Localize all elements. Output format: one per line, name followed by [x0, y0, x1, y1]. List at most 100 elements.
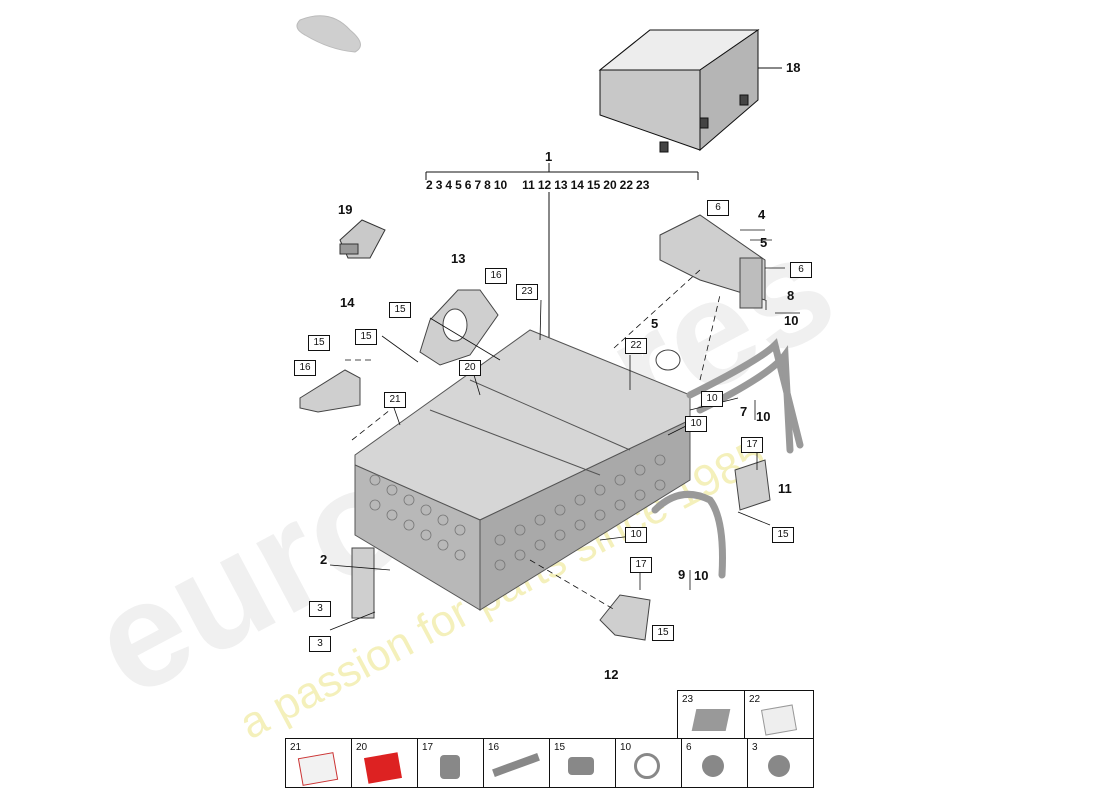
tray-cell-21: 21 — [286, 739, 352, 787]
contents-number: 2 — [426, 178, 433, 192]
contents-number: 10 — [493, 178, 508, 192]
callout-4: 4 — [758, 207, 766, 222]
tray-cell-16: 16 — [484, 739, 550, 787]
part-2-bracket — [351, 547, 375, 619]
ref-box-15: 15 — [772, 527, 794, 543]
contents-number: 3 — [435, 178, 443, 192]
tray-label-16: 16 — [488, 742, 500, 753]
ref-box-6: 6 — [707, 200, 729, 216]
tray-cell-3: 3 — [748, 739, 812, 787]
ref-box-10: 10 — [625, 527, 647, 543]
callout-2: 2 — [320, 552, 328, 567]
tray-label-3: 3 — [752, 742, 758, 753]
contents-number: 15 — [586, 178, 601, 192]
sticker-icon — [760, 704, 798, 736]
header-bracket — [425, 163, 699, 340]
tray-label-17: 17 — [422, 742, 434, 753]
ref-box-16: 16 — [485, 268, 507, 284]
tray-label-23: 23 — [682, 694, 694, 705]
tray-cell-6: 6 — [682, 739, 748, 787]
contents-number: 13 — [554, 178, 568, 192]
leader-lines — [329, 229, 800, 631]
ref-box-17: 17 — [741, 437, 763, 453]
contents-number: 12 — [537, 178, 552, 192]
tray-label-20: 20 — [356, 742, 368, 753]
callout-18: 18 — [786, 60, 801, 75]
part-12-bracket — [599, 594, 651, 641]
ref-box-3: 3 — [309, 636, 331, 652]
bolt-icon — [440, 755, 460, 779]
part-5-seal — [655, 349, 681, 371]
part-14-bracket — [299, 369, 361, 413]
part-19-connector — [339, 219, 386, 259]
warning-label-icon — [364, 752, 402, 784]
ref-box-15: 15 — [652, 625, 674, 641]
screw-icon — [768, 755, 790, 777]
tray-label-6: 6 — [686, 742, 692, 753]
callout-13: 13 — [451, 251, 466, 266]
callout-10-pipe: 10 — [756, 409, 771, 424]
contents-number: 23 — [636, 178, 650, 192]
small-parts-tray-top: 23 22 — [677, 690, 814, 740]
callout-7: 7 — [740, 404, 748, 419]
ref-box-15: 15 — [389, 302, 411, 318]
ref-box-16: 16 — [294, 360, 316, 376]
ref-box-15: 15 — [355, 329, 377, 345]
contents-number: 4 — [445, 178, 453, 192]
ref-box-22: 22 — [625, 338, 647, 354]
contents-number: 8 — [484, 178, 491, 192]
battery-module — [354, 329, 691, 611]
ref-box-20: 20 — [459, 360, 481, 376]
tray-cell-10: 10 — [616, 739, 682, 787]
tray-cell-22: 22 — [745, 691, 812, 739]
part-11-bracket — [734, 459, 771, 511]
long-bolt-icon — [492, 753, 540, 777]
ref-box-15: 15 — [308, 335, 330, 351]
bolt-icon — [568, 757, 594, 775]
contents-number: 7 — [474, 178, 482, 192]
tray-cell-23: 23 — [678, 691, 745, 739]
tray-label-22: 22 — [749, 694, 761, 705]
label-plate-icon — [691, 709, 731, 731]
ref-box-23: 23 — [516, 284, 538, 300]
tray-label-10: 10 — [620, 742, 632, 753]
warning-label-icon — [297, 752, 339, 786]
callout-11: 11 — [778, 481, 792, 496]
ref-box-17: 17 — [630, 557, 652, 573]
ref-box-10: 10 — [701, 391, 723, 407]
part-18-box — [598, 29, 782, 153]
tray-label-15: 15 — [554, 742, 566, 753]
ref-box-6: 6 — [790, 262, 812, 278]
contents-number: 22 — [619, 178, 634, 192]
ref-box-3: 3 — [309, 601, 331, 617]
contents-number: 11 — [522, 178, 535, 192]
part-13-bracket — [419, 289, 499, 366]
tray-label-21: 21 — [290, 742, 302, 753]
contents-number: 14 — [570, 178, 584, 192]
callout-10-pipe-top: 10 — [784, 313, 799, 328]
contents-number: 20 — [603, 178, 617, 192]
callout-9: 9 — [678, 567, 686, 582]
callout-12: 12 — [604, 667, 619, 682]
small-parts-tray-bottom: 21 20 17 16 15 10 6 3 — [285, 738, 814, 788]
callout-1: 1 — [545, 149, 553, 164]
callout-5-top: 5 — [760, 235, 768, 250]
ref-box-10: 10 — [685, 416, 707, 432]
callout-8: 8 — [787, 288, 795, 303]
callout-14: 14 — [340, 295, 355, 310]
hose-clamp-icon — [634, 753, 660, 779]
contents-number: 6 — [464, 178, 472, 192]
callout-5-seal: 5 — [651, 316, 659, 331]
callout-10-hose: 10 — [694, 568, 709, 583]
part-4-module — [659, 214, 766, 309]
contents-number: 5 — [455, 178, 462, 192]
car-silhouette-icon — [296, 15, 361, 53]
screw-icon — [702, 755, 724, 777]
callout-19: 19 — [338, 202, 353, 217]
tray-cell-20: 20 — [352, 739, 418, 787]
part-9-hose — [651, 490, 726, 579]
ref-box-21: 21 — [384, 392, 406, 408]
tray-cell-17: 17 — [418, 739, 484, 787]
